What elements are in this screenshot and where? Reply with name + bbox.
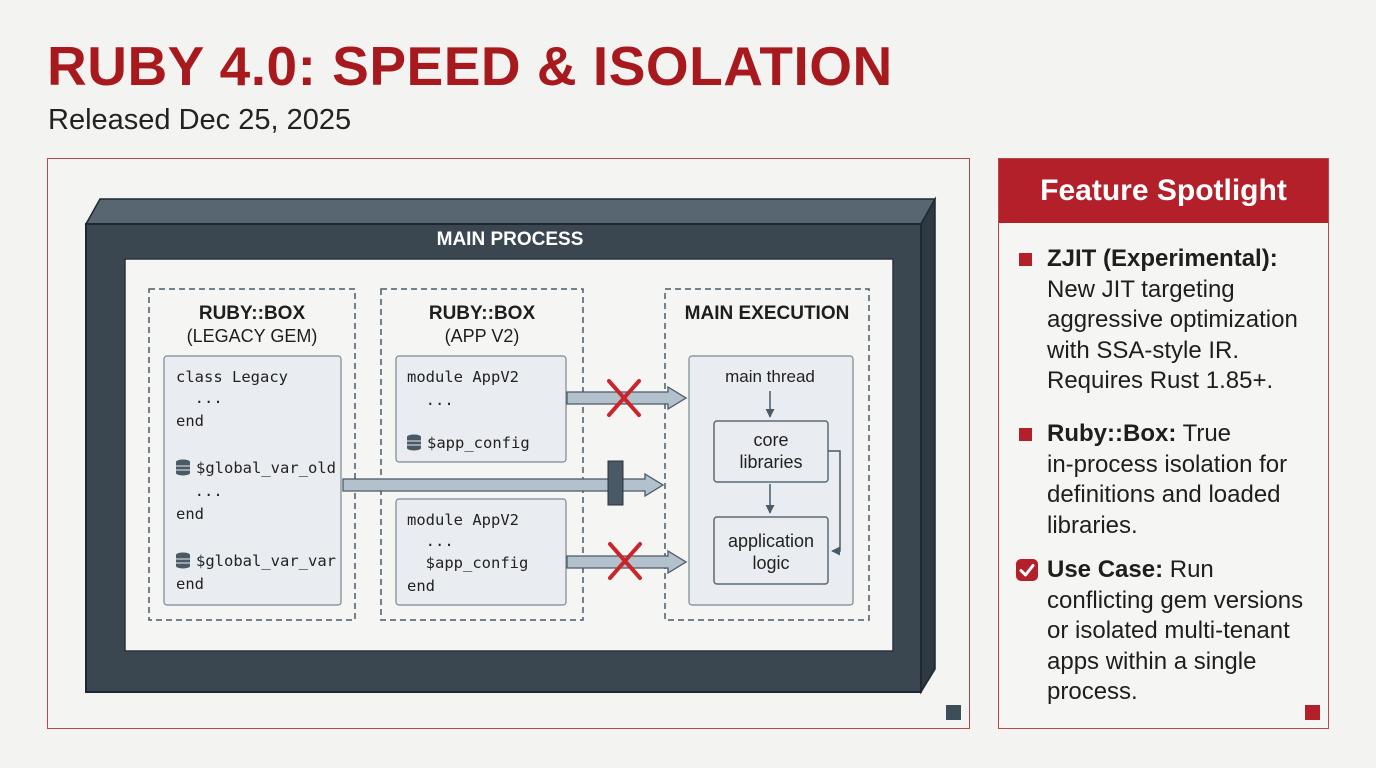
diagram-canvas: MAIN PROCESS RUBY::BOX (LEGACY GEM) clas…: [84, 196, 961, 720]
feature-line: with SSA-style IR.: [1047, 336, 1240, 364]
ruby-box-legacy-subtitle: (LEGACY GEM): [187, 326, 318, 346]
main-thread-label: main thread: [725, 367, 815, 386]
feature-line: New JIT targeting: [1047, 275, 1235, 303]
feature-line: libraries.: [1047, 511, 1138, 539]
code-line: module AppV2: [407, 511, 519, 529]
database-icon: [176, 459, 190, 476]
main-execution-box: [664, 288, 870, 621]
feature-line: aggressive optimization: [1047, 306, 1298, 333]
ruby-box-app-v2-title: RUBY::BOX: [429, 303, 536, 324]
corner-square-icon: [946, 705, 961, 720]
code-line: $global_var_old: [196, 459, 336, 477]
checkbox-checked-icon: [1016, 559, 1038, 581]
square-bullet-icon: [1019, 428, 1032, 441]
feature-line: apps within a single: [1047, 647, 1257, 675]
corner-square-icon: [1305, 705, 1320, 720]
code-line: ...: [176, 389, 223, 407]
code-line: ...: [176, 482, 223, 500]
main-execution-title: MAIN EXECUTION: [685, 303, 850, 324]
feature-line: Run: [1163, 556, 1214, 583]
feature-line: process.: [1047, 678, 1138, 705]
feature-zjit: ZJIT (Experimental): New JIT targeting a…: [1015, 244, 1320, 397]
application-logic-label: application: [728, 531, 814, 551]
code-line: $global_var_var: [196, 552, 336, 570]
global-access-arrow: [342, 460, 665, 506]
ruby-box-app-v2: [380, 288, 584, 621]
feature-label: Ruby::Box:: [1047, 420, 1177, 447]
main-process-label: MAIN PROCESS: [437, 229, 584, 250]
feature-label: ZJIT (Experimental):: [1047, 245, 1278, 272]
code-line: end: [176, 505, 204, 523]
code-line: ...: [407, 391, 454, 409]
page-title: RUBY 4.0: SPEED & ISOLATION: [47, 35, 893, 97]
square-bullet-icon: [1019, 253, 1032, 266]
feature-line: True: [1176, 420, 1232, 447]
database-icon: [407, 434, 421, 451]
feature-use-case: Use Case: Run conflicting gem versions o…: [1015, 555, 1320, 708]
code-line: class Legacy: [176, 368, 288, 386]
feature-spotlight-panel: Feature Spotlight ZJIT (Experimental): N…: [998, 158, 1329, 729]
application-logic-label: logic: [752, 553, 789, 573]
feature-line: Requires Rust 1.85+.: [1047, 367, 1274, 394]
database-icon: [176, 552, 190, 569]
feature-line: or isolated multi-tenant: [1047, 617, 1290, 644]
execution-flow-arrows: [765, 391, 841, 556]
ruby-box-app-v2-subtitle: (APP V2): [445, 326, 520, 346]
feature-line: conflicting gem versions: [1047, 586, 1304, 614]
code-line: $app_config: [407, 554, 528, 572]
core-libraries-label: core: [753, 430, 788, 450]
code-line: end: [176, 412, 204, 430]
feature-label: Use Case:: [1047, 556, 1164, 583]
blocked-cross-icon: [607, 379, 641, 417]
code-line: module AppV2: [407, 368, 519, 386]
ruby-box-legacy-title: RUBY::BOX: [199, 303, 306, 324]
core-libraries-label: libraries: [739, 452, 802, 472]
architecture-diagram: MAIN PROCESS RUBY::BOX (LEGACY GEM) clas…: [47, 158, 970, 729]
feature-ruby-box: Ruby::Box: True in-process isolation for…: [1015, 419, 1320, 541]
ruby-box-legacy: [148, 288, 356, 621]
feature-spotlight-header: Feature Spotlight: [999, 159, 1328, 223]
code-line: end: [176, 575, 204, 593]
code-line: end: [407, 577, 435, 595]
feature-line: definitions and loaded: [1047, 481, 1281, 508]
feature-line: in-process isolation for: [1047, 450, 1288, 478]
code-line: ...: [407, 532, 454, 550]
release-date: Released Dec 25, 2025: [48, 104, 352, 136]
blocked-cross-icon: [608, 542, 642, 580]
code-line: $app_config: [427, 434, 530, 452]
